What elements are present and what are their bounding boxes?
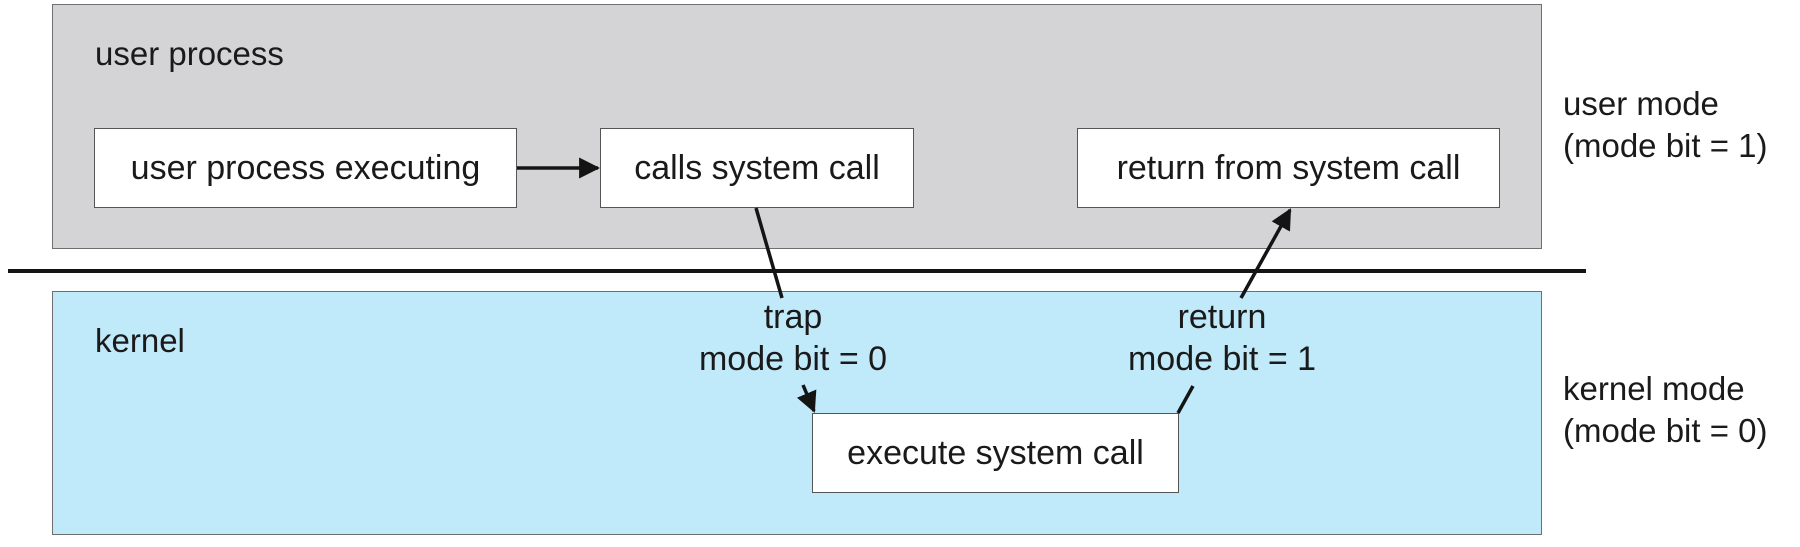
user-mode-label: user mode (mode bit = 1): [1563, 83, 1768, 167]
kernel-region: kernel: [52, 291, 1542, 535]
mode-boundary-line: [8, 269, 1586, 273]
trap-label-line2: mode bit = 0: [698, 340, 888, 378]
kernel-mode-line2: (mode bit = 0): [1563, 412, 1768, 449]
kernel-to-return-line: [1176, 385, 1195, 414]
user-process-title: user process: [95, 35, 284, 72]
execute-system-call-box: execute system call: [812, 413, 1179, 493]
trap-label-line1: trap: [763, 298, 823, 336]
user-process-executing-box: user process executing: [94, 128, 517, 208]
return-label-line1: return: [1177, 298, 1267, 336]
kernel-title: kernel: [95, 322, 185, 359]
trap-to-kernel-arrow: [796, 384, 817, 413]
user-process-region: user process: [52, 4, 1542, 249]
return-label-line2: mode bit = 1: [1127, 340, 1317, 378]
kernel-mode-line1: kernel mode: [1563, 370, 1745, 407]
calls-system-call-box: calls system call: [600, 128, 914, 208]
return-label: return mode bit = 1: [1112, 296, 1332, 380]
kernel-mode-label: kernel mode (mode bit = 0): [1563, 368, 1768, 452]
user-mode-line1: user mode: [1563, 85, 1719, 122]
return-to-user-arrow: [1239, 208, 1292, 299]
user-mode-line2: (mode bit = 1): [1563, 127, 1768, 164]
return-from-system-call-box: return from system call: [1077, 128, 1500, 208]
trap-label: trap mode bit = 0: [688, 296, 898, 380]
calls-to-trap-line: [754, 207, 784, 299]
